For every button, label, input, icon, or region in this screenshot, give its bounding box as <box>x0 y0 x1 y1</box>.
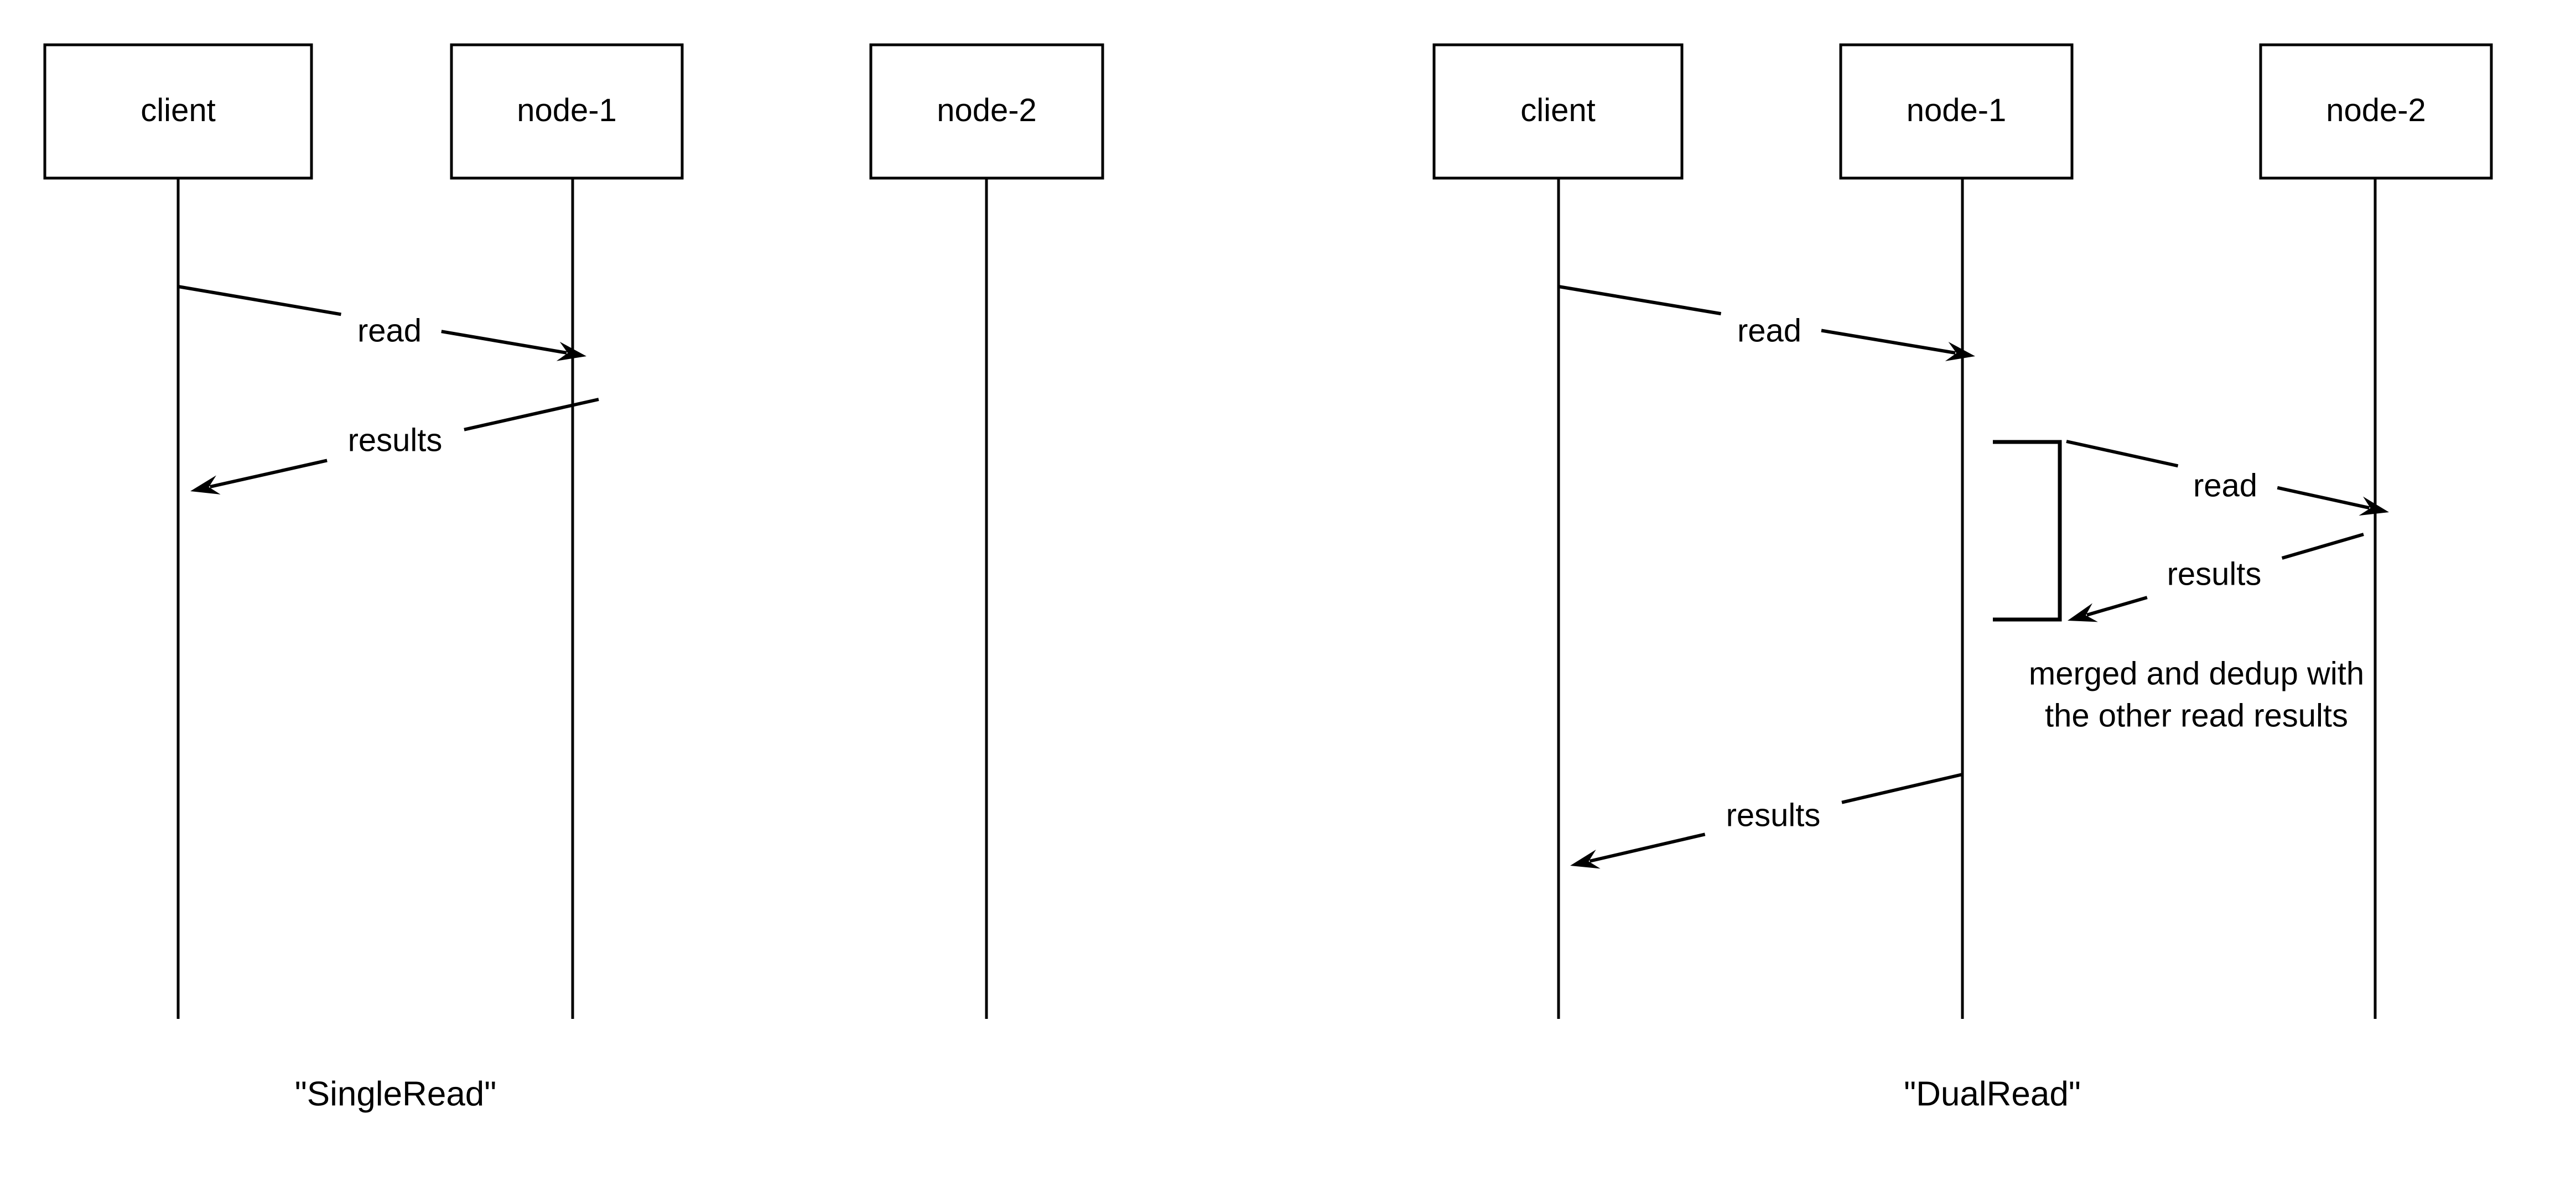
participant-client-2: client <box>1432 43 1684 1019</box>
sequence-diagram-2: client node-1 node-2 read read results results… <box>1432 43 2493 1113</box>
message-read-2-2: read <box>2066 440 2389 516</box>
participant-label-client: client <box>141 92 215 128</box>
note-line: the other read results <box>2045 698 2348 733</box>
arrow-head-icon <box>556 341 586 361</box>
arrow-head-icon <box>2068 603 2098 622</box>
message-line-segment-end <box>1821 329 1956 355</box>
participant-box-node-1[interactable] <box>450 43 684 180</box>
message-line-segment-end <box>2277 486 2370 510</box>
participant-box-node-2[interactable] <box>869 43 1104 180</box>
message-line-segment-start <box>464 398 599 431</box>
participant-node-1-2: node-1 <box>1839 43 2074 1019</box>
participant-node-1-1: node-1 <box>450 43 684 1019</box>
participant-client-1: client <box>43 43 313 1019</box>
arrow-head-icon <box>1570 849 1601 869</box>
message-results-2-3: results <box>2068 533 2364 622</box>
message-line-segment-end <box>2086 596 2148 617</box>
note-2-1: merged and dedup with the other read resu… <box>2029 655 2364 733</box>
note-line: merged and dedup with <box>2029 655 2364 691</box>
message-label-results: results <box>2167 556 2262 592</box>
participant-label-node-1: node-1 <box>1907 92 2007 128</box>
arrow-head-icon <box>1945 341 1975 361</box>
participant-label-node-2: node-2 <box>937 92 1037 128</box>
message-label-read: read <box>2193 467 2257 503</box>
message-line-segment-start <box>2281 533 2364 560</box>
message-line-segment-end <box>1589 832 1706 863</box>
message-line-segment-end <box>209 459 328 488</box>
activation-bracket-1 <box>1993 440 2062 622</box>
sequence-diagram-1: client node-1 node-2 read results "SingleRead… <box>43 43 1104 1113</box>
diagram-caption-1: "SingleRead" <box>295 1075 497 1113</box>
participant-box-client[interactable] <box>43 43 313 180</box>
diagram-caption-2: "DualRead" <box>1904 1075 2081 1113</box>
arrow-head-icon <box>2359 496 2389 516</box>
arrow-head-icon <box>190 475 221 495</box>
message-label-results: results <box>1726 797 1821 833</box>
message-line-segment-end <box>441 330 567 355</box>
message-line-segment-start <box>1841 773 1963 804</box>
participant-node-2-2: node-2 <box>2259 43 2493 1019</box>
participant-box-node-1[interactable] <box>1839 43 2074 180</box>
message-label-read: read <box>1737 313 1801 348</box>
message-results-1-2: results <box>190 398 599 495</box>
participant-label-client: client <box>1520 92 1595 128</box>
message-line-segment-start <box>2066 440 2179 468</box>
message-line-segment-start <box>1558 285 1722 316</box>
participant-node-2-1: node-2 <box>869 43 1104 1019</box>
participant-box-client[interactable] <box>1432 43 1684 180</box>
message-label-results: results <box>348 422 443 458</box>
message-results-2-4: results <box>1570 773 1963 869</box>
message-read-2-1: read <box>1558 285 1975 361</box>
participant-label-node-1: node-1 <box>517 92 617 128</box>
message-line-segment-start <box>178 285 341 316</box>
participant-label-node-2: node-2 <box>2326 92 2426 128</box>
message-read-1-1: read <box>178 285 586 361</box>
message-label-read: read <box>357 313 422 348</box>
participant-box-node-2[interactable] <box>2259 43 2493 180</box>
